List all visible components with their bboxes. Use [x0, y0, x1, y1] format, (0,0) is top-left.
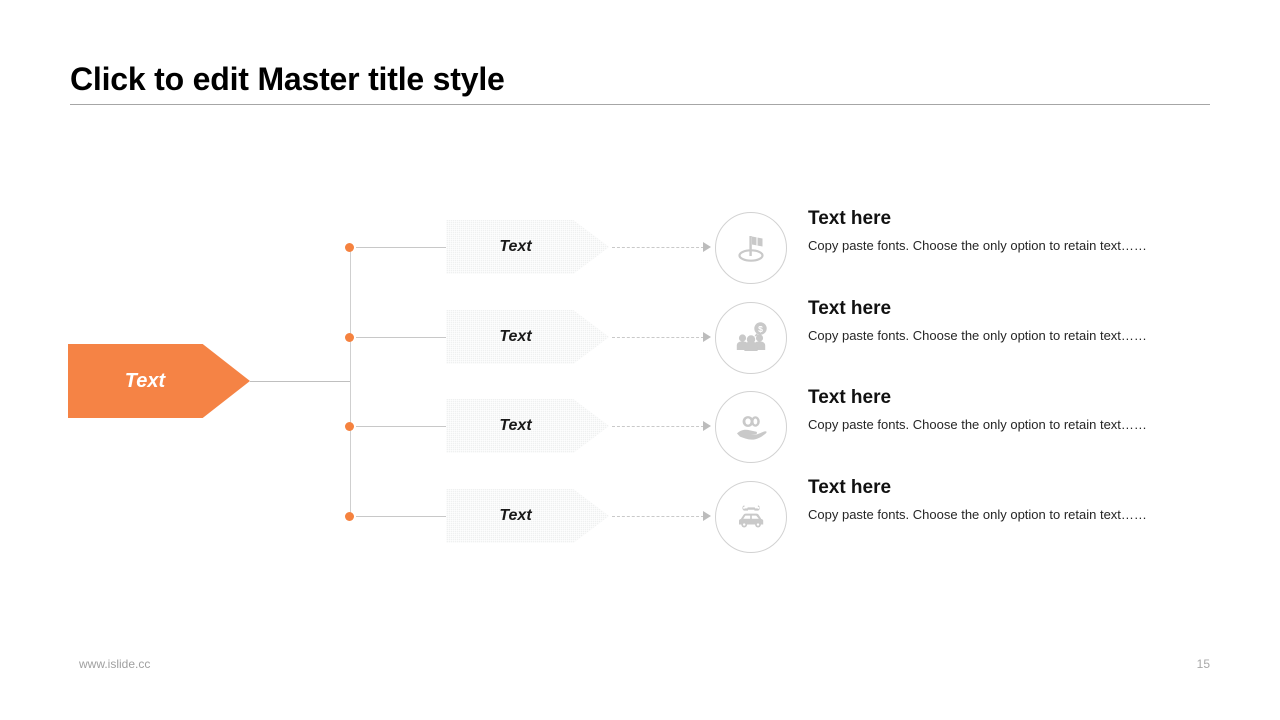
step-node-label: Text — [499, 417, 532, 434]
page-title: Click to edit Master title style — [70, 61, 505, 97]
branch-dot — [345, 512, 354, 521]
dashed-connector — [612, 337, 704, 339]
connector-arrowhead — [703, 242, 711, 252]
row-heading: Text here — [808, 298, 892, 319]
branch-dot — [345, 243, 354, 252]
branch-line — [356, 247, 448, 248]
row-text-block: Text here Copy paste fonts. Choose the o… — [808, 297, 1228, 344]
row-text-block: Text here Copy paste fonts. Choose the o… — [808, 476, 1228, 523]
row-body-text: Copy paste fonts. Choose the only option… — [808, 507, 1147, 522]
row-heading: Text here — [808, 387, 892, 408]
diagram-row: Text Text here Copy paste fonts. Choose … — [0, 202, 1280, 292]
step-node-shape[interactable]: Text — [446, 310, 609, 364]
row-text-block: Text here Copy paste fonts. Choose the o… — [808, 207, 1228, 254]
branch-line — [356, 516, 448, 517]
flag-on-green-icon — [731, 228, 771, 268]
dashed-connector — [612, 247, 704, 249]
branch-dot — [345, 333, 354, 342]
diagram-row: Text — [0, 471, 1280, 561]
step-node-label: Text — [499, 507, 532, 524]
dashed-connector — [612, 516, 704, 518]
step-node-label: Text — [499, 328, 532, 345]
footer-url[interactable]: www.islide.cc — [79, 657, 151, 671]
branch-line — [356, 426, 448, 427]
branch-dot — [345, 422, 354, 431]
connector-trunk — [250, 381, 350, 382]
diagram-row: Text $ — [0, 292, 1280, 382]
icon-badge[interactable]: $ — [715, 302, 787, 374]
diagram-row: Text Text here Copy p — [0, 381, 1280, 471]
connector-arrowhead — [703, 421, 711, 431]
svg-text:$: $ — [758, 324, 763, 334]
row-heading: Text here — [808, 477, 892, 498]
car-repair-icon — [731, 497, 771, 537]
connector-arrowhead — [703, 332, 711, 342]
branch-line — [356, 337, 448, 338]
icon-badge[interactable] — [715, 391, 787, 463]
row-heading: Text here — [808, 208, 892, 229]
row-body-text: Copy paste fonts. Choose the only option… — [808, 238, 1147, 253]
row-text-block: Text here Copy paste fonts. Choose the o… — [808, 386, 1228, 433]
people-money-icon: $ — [731, 318, 771, 358]
row-body-text: Copy paste fonts. Choose the only option… — [808, 328, 1147, 343]
root-node-label: Text — [124, 369, 166, 392]
step-node-label: Text — [499, 238, 532, 255]
connector-spine — [350, 247, 351, 516]
dashed-connector — [612, 426, 704, 428]
title-divider — [70, 104, 1210, 105]
step-node-shape[interactable]: Text — [446, 220, 609, 274]
icon-badge[interactable] — [715, 212, 787, 284]
icon-badge[interactable] — [715, 481, 787, 553]
step-node-shape[interactable]: Text — [446, 489, 609, 543]
row-body-text: Copy paste fonts. Choose the only option… — [808, 417, 1147, 432]
page-number: 15 — [1196, 657, 1210, 671]
title-placeholder[interactable]: Click to edit Master title style — [70, 58, 1210, 100]
connector-arrowhead — [703, 511, 711, 521]
hand-coins-icon — [731, 407, 771, 447]
step-node-shape[interactable]: Text — [446, 399, 609, 453]
